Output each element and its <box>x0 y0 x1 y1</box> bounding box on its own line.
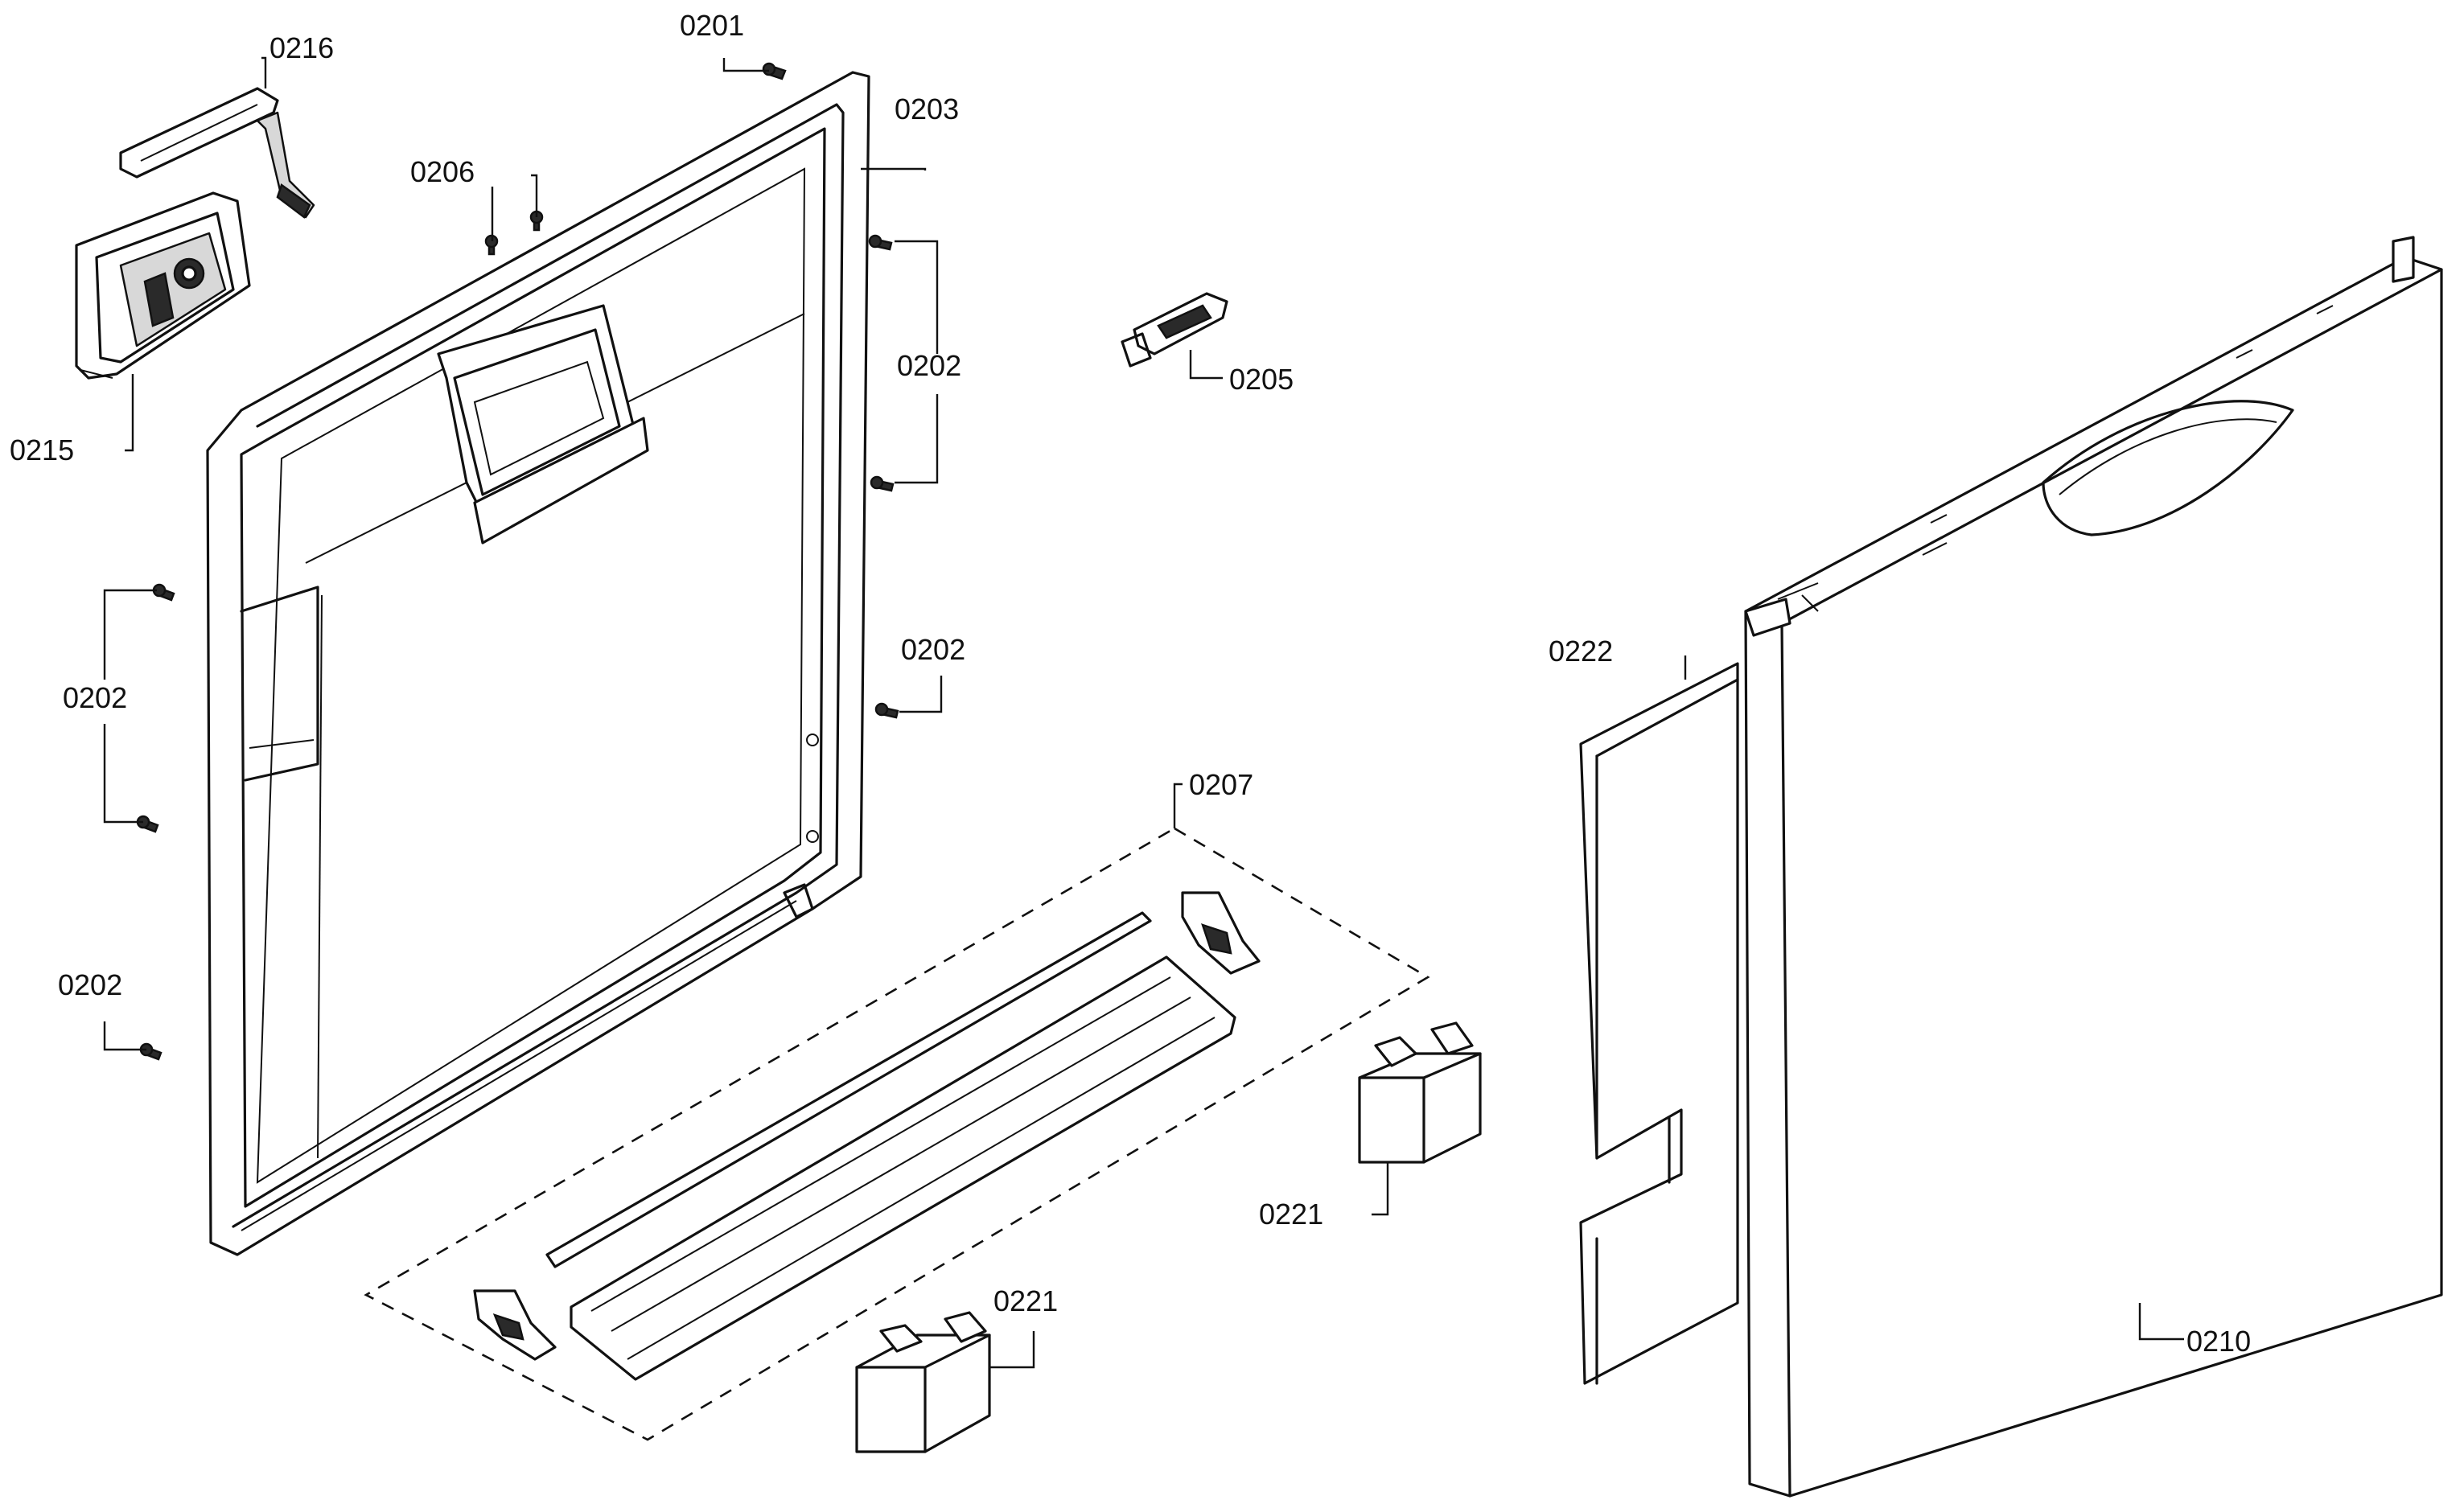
screw-0201 <box>762 62 787 80</box>
end-cap-right <box>1358 1021 1482 1164</box>
callout-0216: 0216 <box>269 31 334 64</box>
callout-labels: 0216 0215 0201 0203 0206 0202 0202 0202 … <box>10 9 2251 1358</box>
callout-0215: 0215 <box>10 434 74 466</box>
end-cap-left <box>855 1311 991 1453</box>
insulation-panel <box>1579 662 1739 1385</box>
callout-0202-upper-left: 0202 <box>63 681 127 714</box>
callout-0206: 0206 <box>410 155 475 188</box>
screw-0202-mid-left <box>136 815 159 833</box>
kit-boundary <box>364 827 1430 1441</box>
latch-striker <box>1121 292 1228 368</box>
screw-0202-upper-left <box>152 583 175 602</box>
callout-0210: 0210 <box>2186 1325 2251 1358</box>
callout-0222: 0222 <box>1549 635 1613 668</box>
callout-0207: 0207 <box>1189 768 1253 801</box>
screw-0202-mid-right <box>870 475 895 492</box>
callout-0203: 0203 <box>895 92 959 125</box>
latch-bracket <box>119 87 315 219</box>
callout-0221-left: 0221 <box>993 1284 1058 1317</box>
leader-lines <box>103 56 2184 1369</box>
callout-0205: 0205 <box>1229 363 1294 396</box>
callout-0202-lower-right: 0202 <box>901 633 965 666</box>
outer-door-panel <box>1744 236 2443 1498</box>
screw-0202-upper-right <box>868 234 893 251</box>
screw-0202-lower-left <box>139 1042 162 1061</box>
door-latch-module <box>75 191 251 380</box>
screw-0202-lower-right <box>874 702 899 719</box>
callout-0202-lower-left: 0202 <box>58 968 122 1001</box>
callout-0202-upper-right: 0202 <box>897 349 961 382</box>
inner-door-frame <box>206 71 870 1256</box>
callout-0201: 0201 <box>680 9 744 42</box>
seal-strip-kit <box>473 891 1261 1381</box>
callout-0221-right: 0221 <box>1259 1198 1323 1231</box>
